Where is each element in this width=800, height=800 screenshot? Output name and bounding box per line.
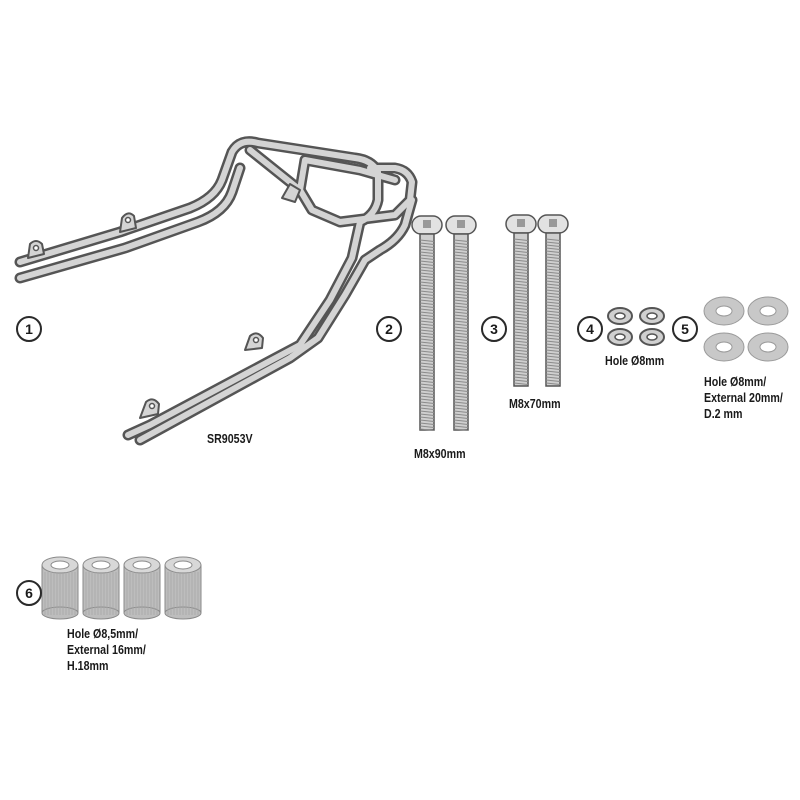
bolt-m8x90-group xyxy=(411,215,477,431)
part-number-badge: 6 xyxy=(16,580,42,606)
part-label-line: M8x90mm xyxy=(414,446,466,461)
part-number-badge: 5 xyxy=(672,316,698,342)
part-label: Hole Ø8mm/ External 20mm/ D.2 mm xyxy=(704,374,783,422)
part-label-line: M8x70mm xyxy=(509,396,561,411)
part-label: Hole Ø8,5mm/ External 16mm/ H.18mm xyxy=(67,626,146,674)
part-number-badge: 4 xyxy=(577,316,603,342)
part-label: SR9053V xyxy=(207,431,253,447)
part-label-line: Hole Ø8mm/ xyxy=(704,374,767,389)
part-label: Hole Ø8mm xyxy=(605,353,664,369)
part-number-badge: 3 xyxy=(481,316,507,342)
part-label-line: External 20mm/ xyxy=(704,390,783,405)
part-number-badge: 2 xyxy=(376,316,402,342)
part-label-line: External 16mm/ xyxy=(67,642,146,657)
part-label-line: Hole Ø8,5mm/ xyxy=(67,626,139,641)
part-label-line: D.2 mm xyxy=(704,406,743,421)
part-number-badge: 1 xyxy=(16,316,42,342)
part-label-line: H.18mm xyxy=(67,658,109,673)
part-label-line: Hole Ø8mm xyxy=(605,353,665,368)
part-label-line: SR9053V xyxy=(207,431,253,446)
part-label: M8x90mm xyxy=(414,446,466,462)
part-label: M8x70mm xyxy=(509,396,561,412)
flat-washer-group xyxy=(703,296,789,362)
